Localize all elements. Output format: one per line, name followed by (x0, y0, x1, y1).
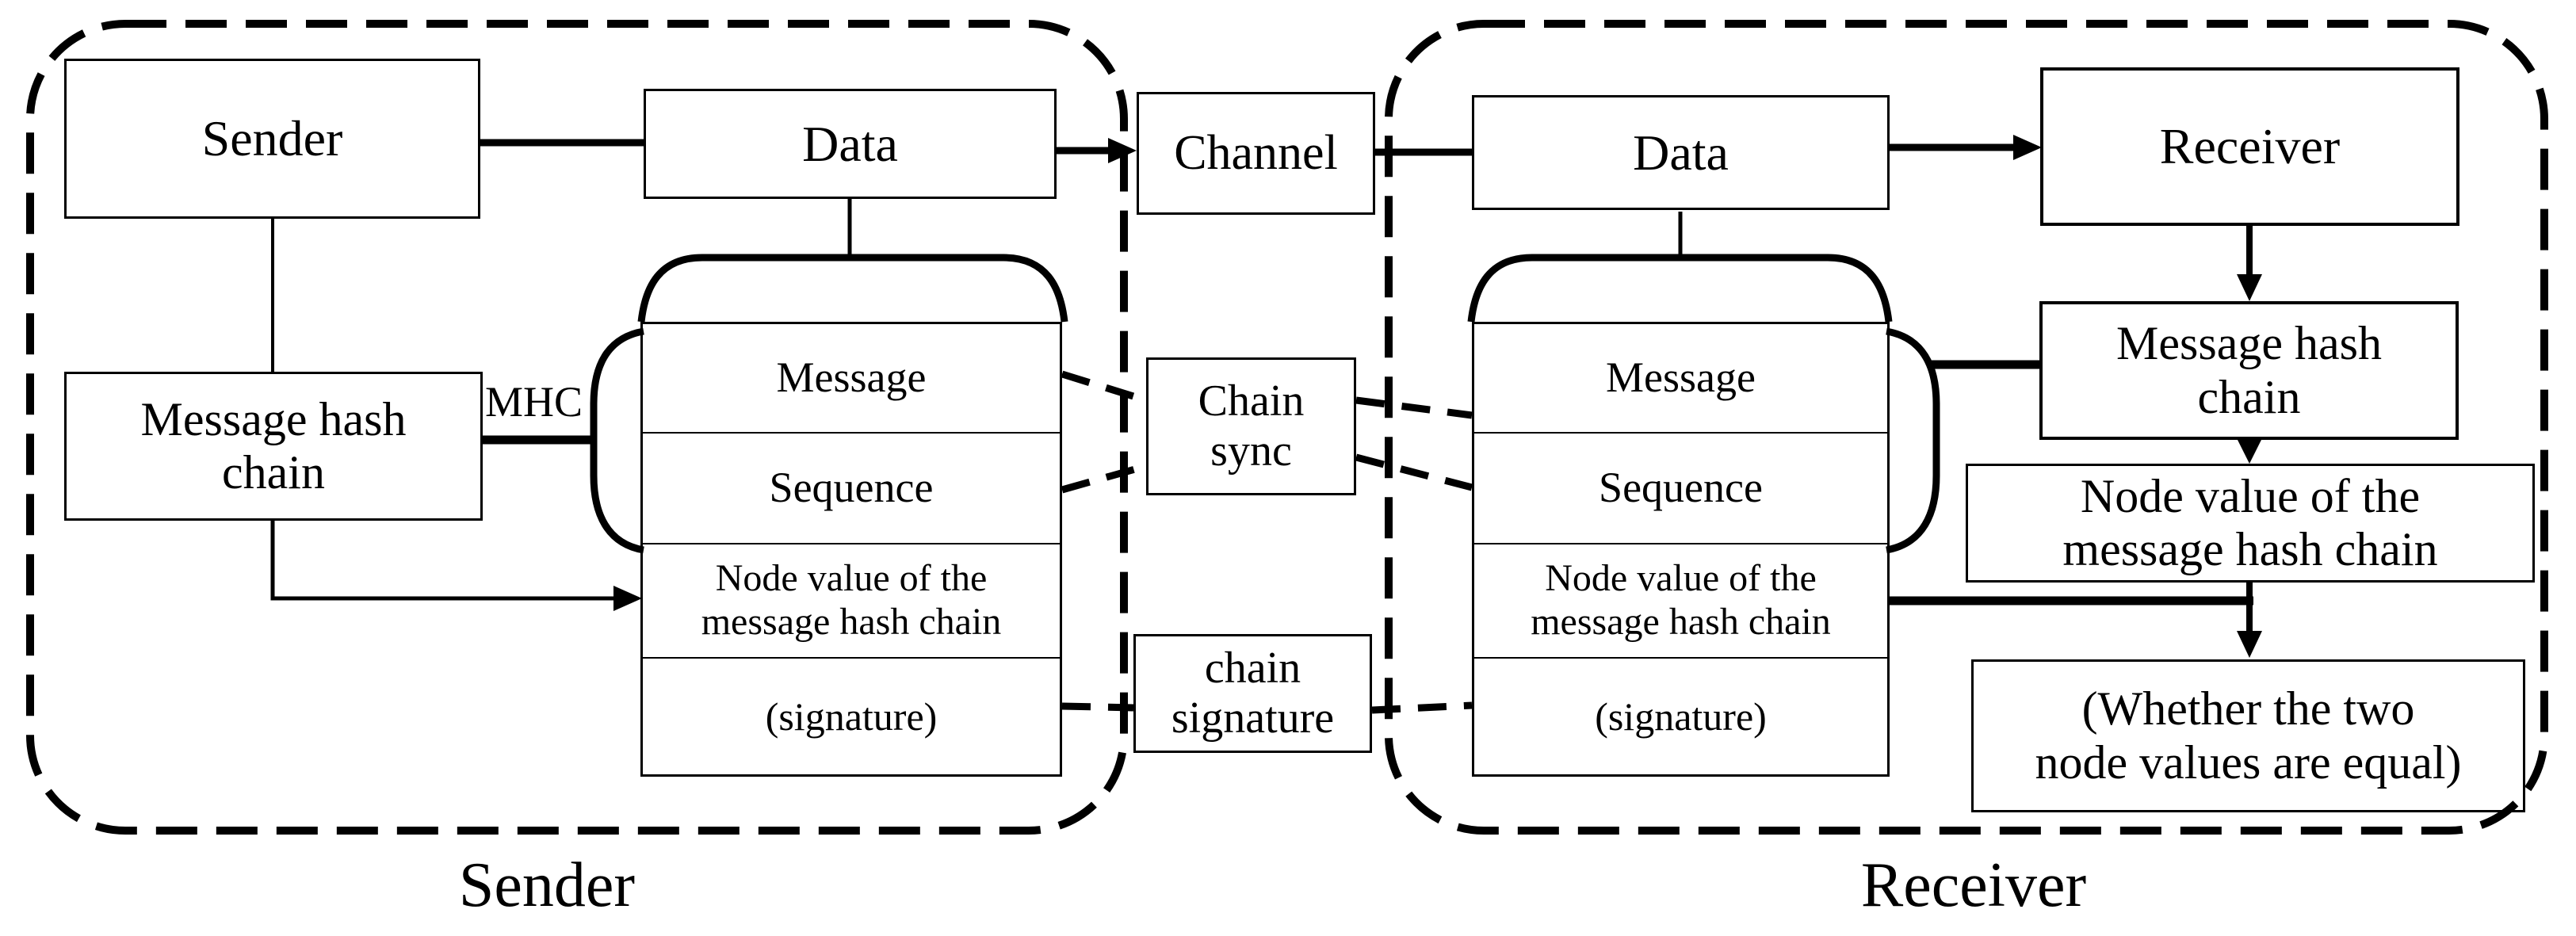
link-mhcL-to-nodevalue-row (270, 521, 618, 601)
message-hash-chain-box-sender: Message hash chain (64, 372, 483, 521)
channel-box: Channel (1137, 92, 1375, 215)
packet-row-sequence: Sequence (1474, 434, 1887, 544)
sender-group-label: Sender (458, 850, 636, 920)
arrowhead-into-nodevalue-row (613, 586, 642, 611)
packet-table-sender: Message Sequence Node value of the messa… (640, 322, 1062, 777)
packet-row-sequence: Sequence (643, 434, 1060, 544)
arrowhead-into-mhcR (2237, 274, 2262, 301)
packet-table-receiver: Message Sequence Node value of the messa… (1472, 322, 1890, 777)
packet-row-node-value: Node value of the message hash chain (643, 544, 1060, 659)
packet-row-signature: (signature) (765, 693, 938, 739)
packet-right-bracket (1886, 327, 1940, 554)
packet-row-message: Message (643, 324, 1060, 434)
dashed-link-chainsync-messageR (1355, 396, 1473, 419)
packet-left-flap (637, 254, 1068, 323)
receiver-box: Receiver (2040, 67, 2459, 226)
message-hash-chain-box-receiver: Message hash chain (2039, 301, 2459, 440)
dashed-link-chainsync-sequenceR (1355, 453, 1473, 491)
dashed-link-sequenceL-chainsync (1061, 462, 1148, 494)
dashed-link-chainsignature-signatureR (1371, 701, 1473, 714)
compare-node-values-box: (Whether the two node values are equal) (1971, 659, 2525, 812)
packet-left-bracket (590, 327, 644, 554)
arrowhead-into-nodeR (2237, 438, 2262, 464)
data-box-sender: Data (644, 89, 1057, 199)
sender-box: Sender (64, 59, 480, 219)
node-value-box-receiver: Node value of the message hash chain (1966, 464, 2535, 583)
chain-signature-box: chain signature (1133, 634, 1372, 753)
packet-row-message: Message (1474, 324, 1887, 434)
receiver-group-label: Receiver (1860, 850, 2087, 920)
mhc-tag: MHC (485, 378, 583, 426)
data-box-receiver: Data (1472, 95, 1890, 210)
packet-row-node-value: Node value of the message hash chain (1474, 544, 1887, 659)
chain-sync-box: Chain sync (1146, 357, 1356, 495)
dashed-link-signatureL-chainsignature (1061, 702, 1134, 712)
arrowhead-into-receiver (2013, 135, 2042, 160)
dashed-link-messageL-chainsync (1061, 370, 1148, 404)
packet-right-flap (1467, 254, 1893, 323)
arrowhead-into-compare (2237, 631, 2262, 658)
packet-row-signature: (signature) (1595, 693, 1767, 739)
arrowhead-into-channel (1108, 138, 1137, 163)
